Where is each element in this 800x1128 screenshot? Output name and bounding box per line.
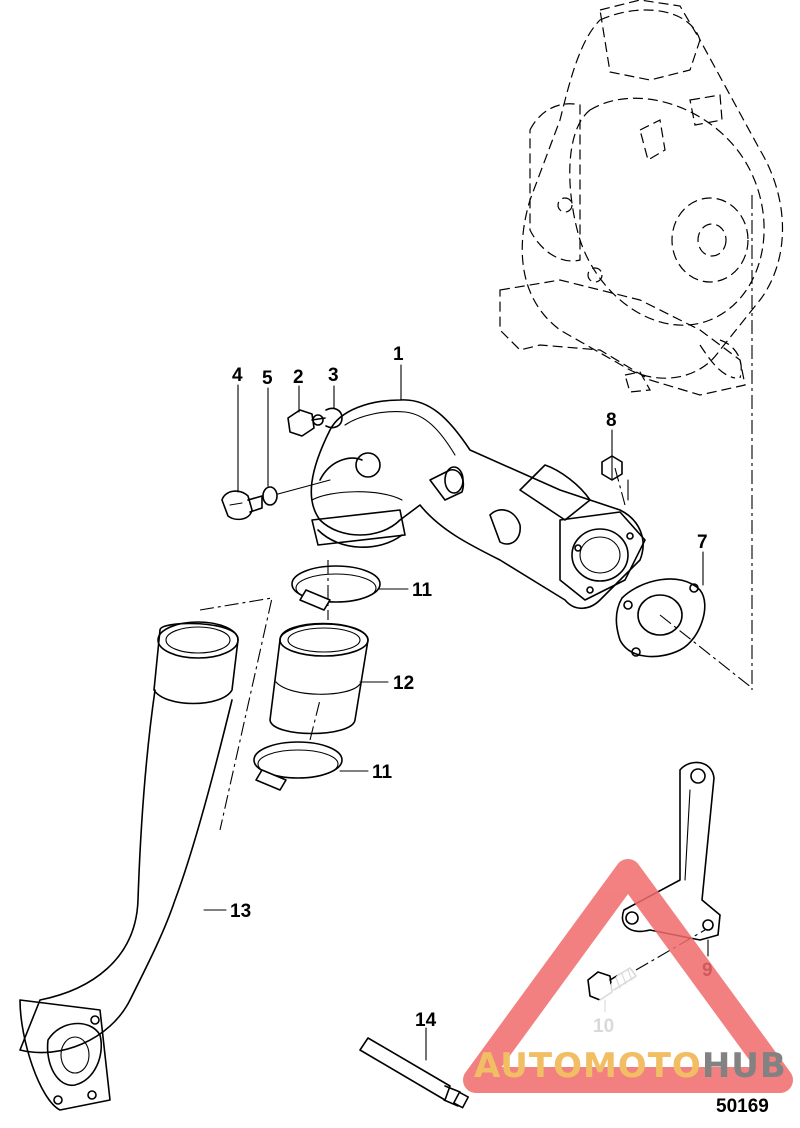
automotohub-watermark: AUTOMOTOHUB xyxy=(463,859,793,1093)
drain-plug-4 xyxy=(221,490,263,521)
hose-clamp-11-lower xyxy=(253,741,343,791)
bracket-9 xyxy=(621,761,721,941)
assembly-guide-outline xyxy=(199,560,329,831)
callout-5: 5 xyxy=(262,368,273,389)
gasket-7 xyxy=(614,467,753,689)
callout-1: 1 xyxy=(393,344,404,365)
nut-8 xyxy=(601,455,623,481)
callout-13: 13 xyxy=(230,901,251,922)
hose-clamp-11-upper xyxy=(291,565,381,611)
watermark-text: AUTOMOTOHUB xyxy=(474,1046,787,1086)
exhaust-elbow xyxy=(310,399,646,610)
watermark-text-automoto: AUTOMOTO xyxy=(474,1046,702,1086)
callout-8: 8 xyxy=(606,410,617,431)
drain-plug-2 xyxy=(287,409,326,437)
leader-lines xyxy=(203,364,709,1061)
watermark-triangle-logo xyxy=(463,859,793,1093)
exhaust-hose-12 xyxy=(269,622,369,735)
callout-12: 12 xyxy=(393,673,414,694)
exhaust-pipe-13 xyxy=(19,621,239,1111)
sealing-washer-5 xyxy=(262,479,331,506)
callout-7: 7 xyxy=(697,532,708,553)
figure-number: 50169 xyxy=(716,1096,769,1117)
turbocharger-assembly xyxy=(499,0,783,690)
callout-labels: 1 2 3 4 5 7 8 9 10 11 11 12 13 14 xyxy=(230,344,713,1037)
callout-11-upper: 11 xyxy=(412,580,433,601)
callout-4: 4 xyxy=(232,365,243,386)
sealing-washer-3 xyxy=(325,407,343,429)
callout-2: 2 xyxy=(293,367,304,388)
callout-11-lower: 11 xyxy=(372,762,393,783)
callout-14: 14 xyxy=(415,1010,437,1031)
callout-3: 3 xyxy=(328,365,339,386)
watermark-text-hub: HUB xyxy=(702,1046,787,1086)
sealant-tube-14 xyxy=(359,1037,470,1109)
